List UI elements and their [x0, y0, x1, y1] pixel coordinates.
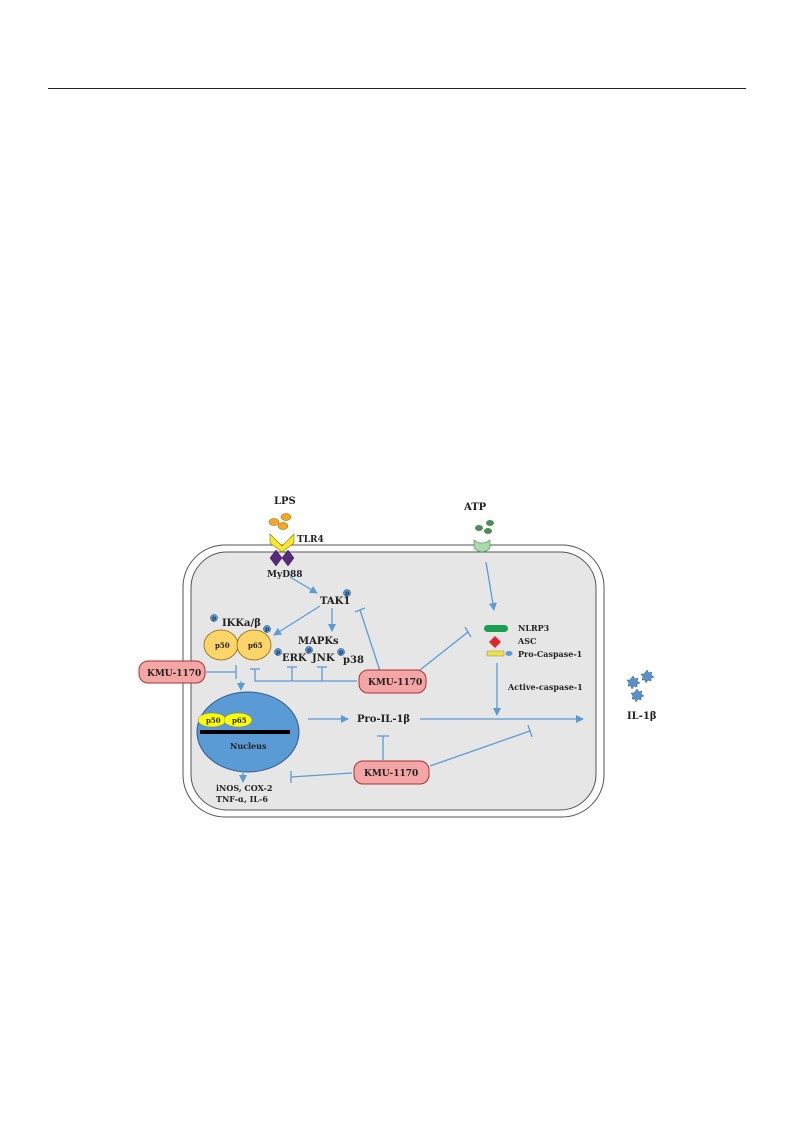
genes-line2: TNF-α, IL-6 — [216, 794, 268, 804]
myd88-label: MyD88 — [267, 570, 303, 580]
atp-molecules — [475, 520, 494, 534]
asc-shape — [489, 636, 501, 648]
il1b-label: IL-1β — [627, 711, 657, 722]
svg-text:KMU-1170: KMU-1170 — [368, 678, 422, 688]
svg-text:p65: p65 — [232, 716, 247, 725]
tlr4-label: TLR4 — [297, 535, 324, 545]
nlrp3-label: NLRP3 — [518, 623, 550, 633]
pro-caspase1-tail — [505, 651, 513, 656]
svg-text:p: p — [339, 649, 344, 656]
p38-label: p38 — [343, 655, 364, 666]
erk-label: ERK — [282, 653, 307, 664]
top-rule — [48, 88, 746, 89]
lps-label: LPS — [274, 496, 296, 507]
pro-caspase1-label: Pro-Caspase-1 — [518, 649, 582, 659]
atp-label: ATP — [463, 502, 487, 513]
jnk-label: JNK — [311, 653, 335, 664]
ikk-phospho-left — [210, 614, 218, 622]
asc-label: ASC — [517, 636, 536, 646]
active-caspase1-label: Active-caspase-1 — [507, 682, 583, 692]
p38-phospho — [337, 648, 345, 656]
svg-text:p: p — [276, 649, 281, 656]
inhibition-lines — [206, 607, 533, 783]
atp-receptor — [473, 539, 491, 553]
dna-strand — [200, 730, 290, 734]
ikk-phospho-right — [263, 625, 271, 633]
kmu-1170-left: KMU-1170 — [138, 660, 206, 684]
il1b-molecules — [626, 669, 655, 703]
svg-text:p: p — [265, 626, 270, 633]
pro-caspase1-shape — [486, 650, 505, 657]
mapks-label: MAPKs — [298, 636, 339, 647]
ikk-label: IKKa/β — [222, 618, 261, 629]
tak1-phospho — [343, 589, 351, 597]
jnk-phospho — [305, 646, 313, 654]
ikk-p65 — [236, 629, 272, 661]
kmu-1170-bottom: KMU-1170 — [353, 760, 430, 785]
svg-text:p: p — [345, 590, 350, 597]
svg-text:p50: p50 — [206, 716, 221, 725]
kmu-1170-middle: KMU-1170 — [358, 669, 427, 694]
lps-molecules — [268, 513, 292, 530]
tlr4-receptor — [269, 533, 295, 553]
svg-text:KMU-1170: KMU-1170 — [364, 769, 418, 779]
svg-text:p65: p65 — [248, 641, 263, 650]
myd88-adaptor — [269, 549, 295, 567]
nucleus-label: Nucleus — [230, 741, 267, 751]
svg-text:KMU-1170: KMU-1170 — [147, 669, 201, 679]
pro-il1b-label: Pro-IL-1β — [357, 714, 410, 725]
erk-phospho — [274, 648, 282, 656]
nucleus-p65 — [223, 712, 253, 728]
tak1-label: TAK1 — [320, 596, 350, 607]
genes-line1: iNOS, COX-2 — [216, 783, 272, 793]
nlrp3-shape — [484, 625, 508, 632]
activation-arrows — [237, 561, 584, 783]
svg-text:p: p — [212, 615, 217, 622]
svg-text:p: p — [307, 647, 312, 654]
svg-text:p50: p50 — [215, 641, 230, 650]
